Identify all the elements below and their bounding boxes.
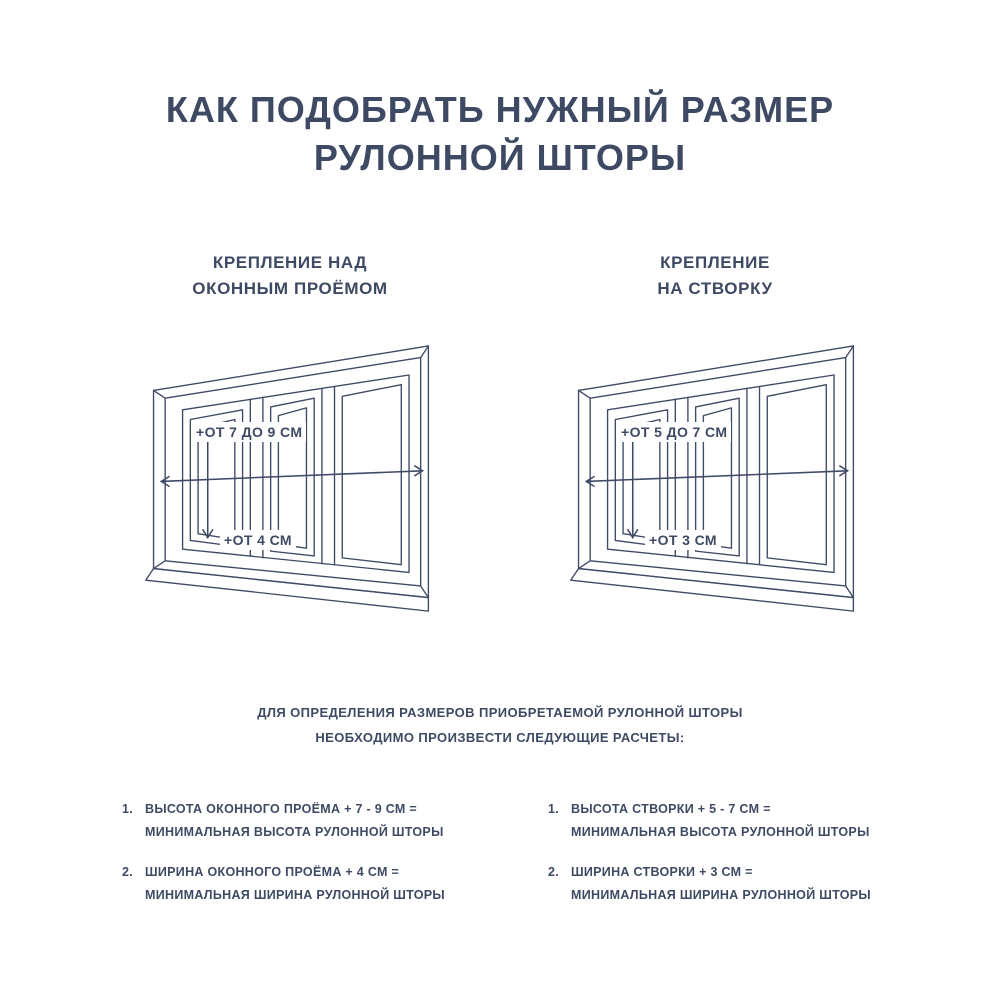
list-item: 2. ШИРИНА ОКОННОГО ПРОЁМА + 4 СМ = МИНИМ… [122, 861, 492, 906]
window-drawing-icon [570, 345, 855, 612]
note-line-2: НЕОБХОДИМО ПРОИЗВЕСТИ СЛЕДУЮЩИЕ РАСЧЕТЫ: [315, 730, 685, 746]
item-line-2: МИНИМАЛЬНАЯ ШИРИНА РУЛОННОЙ ШТОРЫ [145, 887, 445, 902]
title-line-1: КАК ПОДОБРАТЬ НУЖНЫЙ РАЗМЕР [165, 89, 835, 130]
heading-mount-above-opening: КРЕПЛЕНИЕ НАД ОКОННЫМ ПРОЁМОМ [140, 250, 440, 303]
window-frame [570, 345, 855, 612]
window-frame [145, 345, 430, 612]
list-item: 1. ВЫСОТА СТВОРКИ + 5 - 7 СМ = МИНИМАЛЬН… [548, 798, 918, 843]
height-margin-annotation-right: +ОТ 5 ДО 7 СМ [617, 422, 732, 442]
window-drawing-icon [145, 345, 430, 612]
item-text: ВЫСОТА ОКОННОГО ПРОЁМА + 7 - 9 СМ = МИНИ… [145, 798, 444, 843]
item-line-1: ШИРИНА СТВОРКИ + 3 СМ = [571, 865, 753, 879]
width-margin-annotation-right: +ОТ 3 СМ [645, 530, 721, 550]
height-margin-annotation-left: +ОТ 7 ДО 9 СМ [192, 422, 307, 442]
list-item: 1. ВЫСОТА ОКОННОГО ПРОЁМА + 7 - 9 СМ = М… [122, 798, 492, 843]
title-line-2: РУЛОННОЙ ШТОРЫ [313, 136, 687, 178]
item-line-1: ВЫСОТА ОКОННОГО ПРОЁМА + 7 - 9 СМ = [145, 802, 417, 816]
item-text: ШИРИНА ОКОННОГО ПРОЁМА + 4 СМ = МИНИМАЛЬ… [145, 861, 445, 906]
window-illustration-left: +ОТ 7 ДО 9 СМ +ОТ 4 СМ [140, 332, 440, 627]
window-illustration-right: +ОТ 5 ДО 7 СМ +ОТ 3 СМ [565, 332, 865, 627]
measure-arrows [584, 421, 850, 540]
item-line-2: МИНИМАЛЬНАЯ ВЫСОТА РУЛОННОЙ ШТОРЫ [145, 824, 444, 839]
item-number: 1. [122, 802, 134, 816]
calc-list-sash: 1. ВЫСОТА СТВОРКИ + 5 - 7 СМ = МИНИМАЛЬН… [548, 798, 918, 924]
item-line-1: ВЫСОТА СТВОРКИ + 5 - 7 СМ = [571, 802, 771, 816]
item-line-2: МИНИМАЛЬНАЯ ШИРИНА РУЛОННОЙ ШТОРЫ [571, 887, 871, 902]
item-line-2: МИНИМАЛЬНАЯ ВЫСОТА РУЛОННОЙ ШТОРЫ [571, 824, 870, 839]
heading-right-line-1: КРЕПЛЕНИЕ [660, 253, 770, 272]
list-item: 2. ШИРИНА СТВОРКИ + 3 СМ = МИНИМАЛЬНАЯ Ш… [548, 861, 918, 906]
heading-left-line-1: КРЕПЛЕНИЕ НАД [212, 253, 368, 272]
item-number: 2. [548, 865, 560, 879]
item-line-1: ШИРИНА ОКОННОГО ПРОЁМА + 4 СМ = [145, 865, 400, 879]
note-line-1: ДЛЯ ОПРЕДЕЛЕНИЯ РАЗМЕРОВ ПРИОБРЕТАЕМОЙ Р… [257, 705, 743, 720]
width-margin-annotation-left: +ОТ 4 СМ [220, 530, 296, 550]
heading-mount-on-sash: КРЕПЛЕНИЕ НА СТВОРКУ [565, 250, 865, 303]
page-title: КАК ПОДОБРАТЬ НУЖНЫЙ РАЗМЕР РУЛОННОЙ ШТО… [0, 86, 1000, 181]
heading-left-line-2: ОКОННЫМ ПРОЁМОМ [192, 279, 388, 299]
heading-right-line-2: НА СТВОРКУ [657, 279, 773, 299]
item-number: 2. [122, 865, 134, 879]
item-text: ШИРИНА СТВОРКИ + 3 СМ = МИНИМАЛЬНАЯ ШИРИ… [571, 861, 871, 906]
calc-list-window-opening: 1. ВЫСОТА ОКОННОГО ПРОЁМА + 7 - 9 СМ = М… [122, 798, 492, 924]
item-number: 1. [548, 802, 560, 816]
calculation-note: ДЛЯ ОПРЕДЕЛЕНИЯ РАЗМЕРОВ ПРИОБРЕТАЕМОЙ Р… [0, 700, 1000, 751]
item-text: ВЫСОТА СТВОРКИ + 5 - 7 СМ = МИНИМАЛЬНАЯ … [571, 798, 870, 843]
